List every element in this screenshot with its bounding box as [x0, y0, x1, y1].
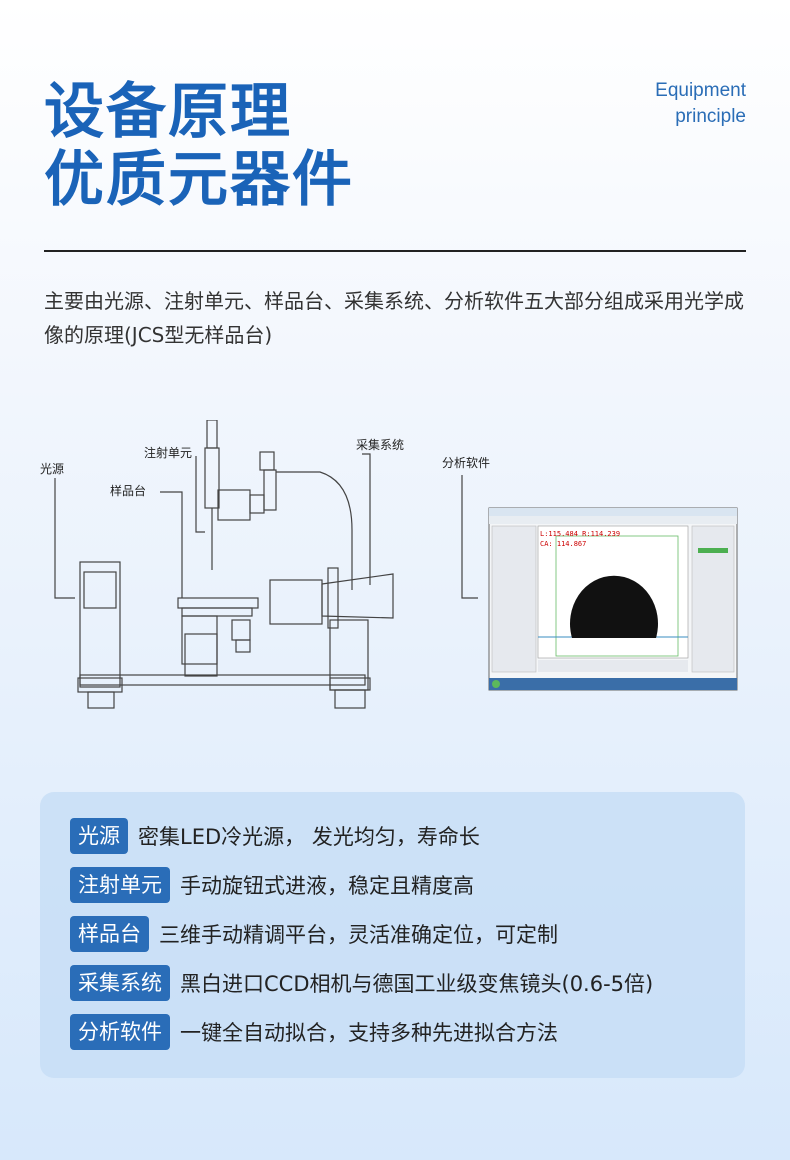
feature-tag: 注射单元 — [70, 867, 170, 903]
feature-tag: 分析软件 — [70, 1014, 170, 1050]
title-line-2: 优质元器件 — [44, 145, 354, 215]
syringe-body — [204, 447, 220, 509]
callout-light-source: 光源 — [40, 462, 65, 476]
column-box — [329, 619, 369, 691]
camera-body — [269, 579, 323, 625]
feature-row-acquisition: 采集系统 黑白进口CCD相机与德国工业级变焦镜头(0.6-5倍) — [70, 965, 653, 1001]
callout-sample-stage: 样品台 — [110, 484, 147, 498]
light-source-housing — [79, 561, 121, 688]
feature-row-injection-unit: 注射单元 手动旋钮式进液，稳定且精度高 — [70, 867, 474, 903]
feature-text: 手动旋钮式进液，稳定且精度高 — [180, 874, 474, 898]
leader-injection-unit — [195, 456, 205, 533]
header-divider — [44, 250, 746, 252]
contact-angle-readout-1: L:115.484 R:114.239 — [540, 530, 621, 538]
feature-text: 一键全自动拟合，支持多种先进拟合方法 — [180, 1021, 558, 1045]
syringe-top — [206, 420, 218, 449]
english-line-1: Equipment — [655, 80, 746, 101]
sample-stage-plate — [177, 597, 259, 609]
english-line-2: principle — [675, 106, 746, 127]
base-rail — [79, 674, 366, 686]
callout-software: 分析软件 — [442, 456, 491, 470]
callout-injection-unit: 注射单元 — [144, 446, 193, 460]
leader-light-source — [54, 478, 75, 599]
zoom-lens — [321, 573, 394, 619]
feature-tag: 样品台 — [70, 916, 149, 952]
feature-row-software: 分析软件 一键全自动拟合，支持多种先进拟合方法 — [70, 1014, 558, 1050]
droplet-silhouette — [570, 575, 658, 638]
contact-angle-readout-2: CA: 114.867 — [540, 540, 587, 548]
feature-tag: 光源 — [70, 818, 128, 854]
leader-sample-stage — [160, 491, 183, 598]
feature-tag: 采集系统 — [70, 965, 170, 1001]
software-window — [488, 507, 738, 691]
feature-text: 黑白进口CCD相机与德国工业级变焦镜头(0.6-5倍) — [180, 972, 654, 996]
feature-row-light-source: 光源 密集LED冷光源， 发光均匀，寿命长 — [70, 818, 480, 854]
leader-software — [461, 475, 478, 599]
equipment-diagram: 光源 注射单元 样品台 采集系统 分析软件 L:115.484 R:114.23… — [0, 420, 790, 720]
feature-text: 三维手动精调平台，灵活准确定位，可定制 — [159, 923, 558, 947]
english-subtitle: Equipment principle — [655, 78, 746, 130]
callout-acquisition: 采集系统 — [356, 438, 405, 452]
feature-panel: 光源 密集LED冷光源， 发光均匀，寿命长 注射单元 手动旋钮式进液，稳定且精度… — [40, 792, 745, 1078]
feature-text: 密集LED冷光源， 发光均匀，寿命长 — [138, 825, 480, 849]
equipment-drawing — [54, 420, 738, 709]
feature-row-sample-stage: 样品台 三维手动精调平台，灵活准确定位，可定制 — [70, 916, 558, 952]
title-line-1: 设备原理 — [44, 77, 292, 147]
page-title: 设备原理 优质元器件 — [44, 78, 354, 214]
description-text: 主要由光源、注射单元、样品台、采集系统、分析软件五大部分组成采用光学成像的原理(… — [44, 289, 744, 347]
leader-acquisition — [362, 453, 371, 585]
